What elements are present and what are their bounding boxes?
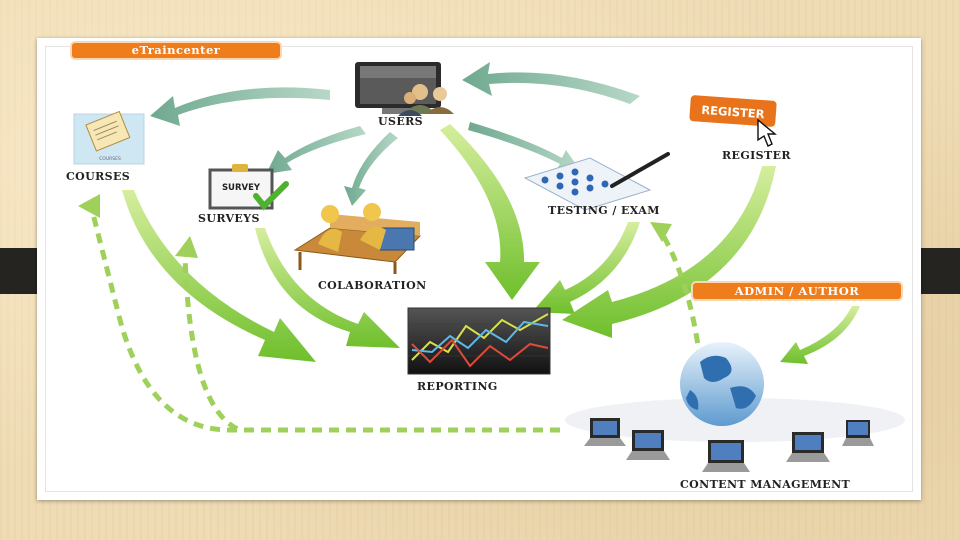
arrow-users-to-testing bbox=[468, 122, 580, 170]
colaboration-label: COLABORATION bbox=[318, 279, 427, 292]
arrow-courses-to-reporting bbox=[122, 190, 316, 362]
surveys-label: SURVEYS bbox=[198, 212, 260, 225]
arrow-users-to-surveys bbox=[266, 126, 366, 174]
arrow-register-to-reporting bbox=[562, 166, 776, 338]
dashed-arrows bbox=[89, 209, 703, 433]
register-button-text: REGISTER bbox=[701, 103, 765, 121]
right-dark-tab bbox=[920, 248, 960, 294]
arrow-admin-to-content bbox=[780, 306, 860, 364]
dashed-content-to-courses bbox=[89, 209, 560, 433]
colaboration-icon bbox=[293, 203, 422, 274]
laptops bbox=[584, 418, 874, 472]
survey-icon-text: SURVEY bbox=[222, 183, 261, 193]
arrow-surveys-to-reporting bbox=[255, 228, 400, 348]
content-management-label: CONTENT MANAGEMENT bbox=[680, 478, 851, 491]
content-management-icon bbox=[565, 342, 905, 472]
brand-banner: eTraincenter bbox=[72, 43, 280, 58]
card-frame bbox=[45, 46, 913, 492]
green-arrows bbox=[122, 124, 860, 364]
arrow-testing-to-reporting bbox=[532, 222, 640, 314]
arrow-users-to-reporting bbox=[440, 124, 540, 300]
courses-icon: COURSES bbox=[73, 110, 145, 165]
dashed-arrowheads bbox=[78, 194, 672, 258]
dashed-head-courses bbox=[78, 194, 100, 218]
admin-author-banner: ADMIN / AUTHOR bbox=[693, 283, 901, 299]
users-label: USERS bbox=[378, 115, 424, 128]
arrow-users-to-colaboration bbox=[344, 132, 398, 206]
dashed-content-to-surveys bbox=[182, 254, 560, 433]
testing-icon bbox=[523, 152, 670, 211]
arrow-users-to-courses bbox=[150, 87, 330, 126]
testing-exam-label: TESTING / EXAM bbox=[548, 204, 660, 217]
dashed-head-testing bbox=[650, 222, 672, 242]
reporting-icon bbox=[407, 307, 551, 375]
survey-icon: SURVEY bbox=[208, 164, 289, 211]
register-label: REGISTER bbox=[722, 149, 791, 162]
courses-icon-text: COURSES bbox=[99, 156, 121, 162]
dashed-content-to-testing bbox=[657, 228, 703, 361]
reporting-label: REPORTING bbox=[417, 380, 498, 393]
register-icon: REGISTER bbox=[689, 95, 777, 147]
users-icon bbox=[355, 62, 454, 116]
dashed-head-surveys bbox=[175, 236, 198, 258]
courses-label: COURSES bbox=[66, 170, 131, 183]
arrow-register-to-users bbox=[462, 62, 640, 104]
teal-arrows bbox=[150, 62, 640, 206]
